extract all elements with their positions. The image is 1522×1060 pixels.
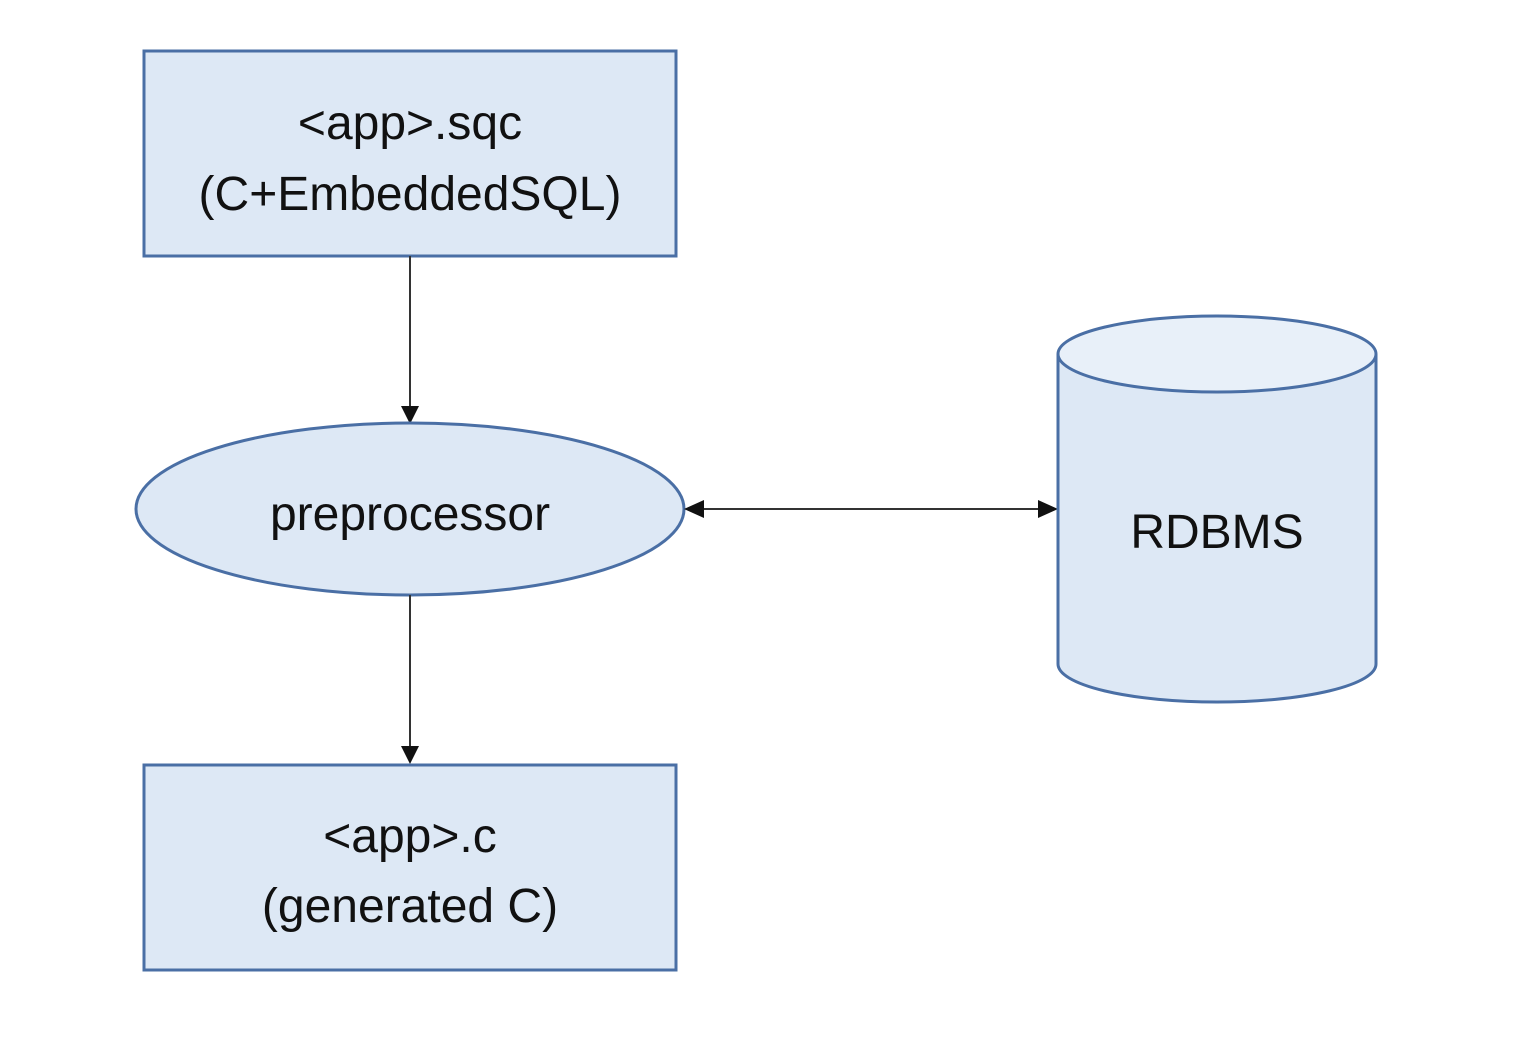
arrowhead-right-icon bbox=[1038, 500, 1058, 518]
arrow-preprocessor-rdbms bbox=[684, 500, 1058, 518]
source-file-name: <app>.sqc bbox=[298, 97, 522, 150]
output-file-name: <app>.c bbox=[323, 810, 496, 863]
preprocessor-node: preprocessor bbox=[134, 421, 686, 597]
arrow-preprocessor-to-output bbox=[401, 595, 419, 764]
output-file-node: <app>.c (generated C) bbox=[142, 763, 678, 972]
arrowhead-left-icon bbox=[684, 500, 704, 518]
database-body bbox=[1056, 354, 1378, 704]
output-file-box bbox=[142, 763, 678, 972]
arrow-source-to-preprocessor bbox=[401, 256, 419, 424]
preprocessor-label: preprocessor bbox=[270, 488, 550, 541]
source-file-description: (C+EmbeddedSQL) bbox=[199, 168, 622, 221]
source-file-node: <app>.sqc (C+EmbeddedSQL) bbox=[142, 49, 678, 258]
database-top bbox=[1056, 314, 1378, 394]
arrowhead-down-icon bbox=[401, 406, 419, 424]
output-file-description: (generated C) bbox=[262, 880, 558, 933]
database-label: RDBMS bbox=[1130, 506, 1303, 559]
database-node: RDBMS bbox=[1056, 314, 1378, 704]
source-file-box bbox=[142, 49, 678, 258]
arrowhead-down-icon bbox=[401, 746, 419, 764]
